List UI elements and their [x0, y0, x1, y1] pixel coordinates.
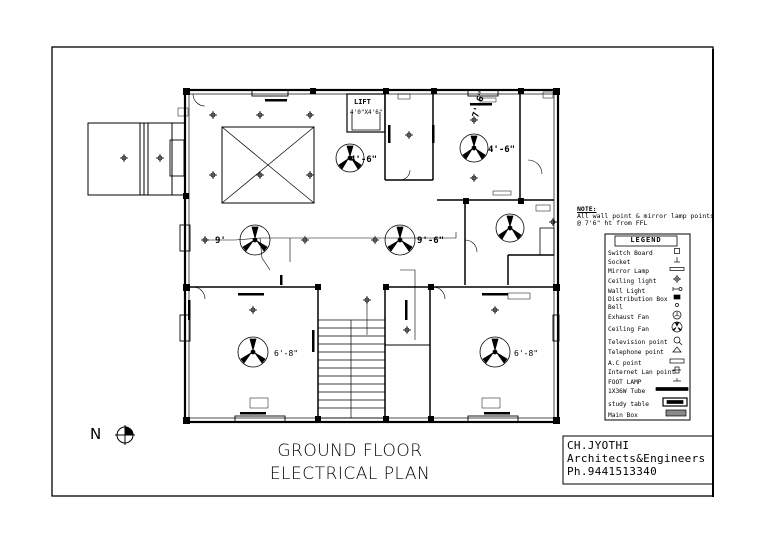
- legend-item: Wall Light: [608, 288, 646, 295]
- legend-item: Ceiling light: [608, 278, 657, 285]
- title-block-frame: [562, 435, 714, 485]
- drawing-title-line-1: GROUND FLOOR: [277, 441, 423, 461]
- ceiling-fan-icon: [459, 133, 489, 163]
- internet-lan-point-icon: [673, 366, 681, 374]
- ceiling-light-icon: [306, 171, 314, 179]
- columns: [183, 88, 560, 424]
- legend-item: Switch Board: [608, 250, 653, 257]
- tube-light-icon: [655, 387, 689, 391]
- foot-lamp-icon: [673, 378, 681, 382]
- study-table-icon: [662, 397, 688, 407]
- legend-frame: [604, 233, 691, 421]
- legend-item: Exhaust Fan: [608, 314, 649, 321]
- switch-board-icon: [674, 248, 680, 254]
- ceiling-fan-icon: [479, 336, 511, 368]
- ceiling-light-icon: [549, 218, 557, 226]
- north-arrow-icon: [115, 425, 135, 445]
- skylight-cutout: [221, 126, 315, 204]
- switch-boards: [177, 91, 554, 409]
- legend-item: A.C point: [608, 360, 642, 367]
- outer-wall: [183, 88, 560, 424]
- note-line-1: All wall point & mirror lamp points: [577, 212, 714, 220]
- note-heading: NOTE:: [577, 205, 597, 213]
- ceiling-light-icon: [371, 236, 379, 244]
- legend-item: Telephone point: [608, 349, 664, 356]
- ceiling-light-icon: [301, 236, 309, 244]
- legend-item: Television point: [608, 339, 668, 346]
- ceiling-light-icon: [249, 306, 257, 314]
- fan-size-bed-right: 6'-8": [514, 349, 538, 358]
- legend-symbols: [655, 248, 689, 417]
- wall-light-icon: [672, 287, 683, 291]
- socket-icon: [674, 257, 680, 263]
- legend-heading: LEGEND: [630, 236, 662, 244]
- company-phone: Ph.9441513340: [567, 465, 657, 478]
- ceiling-light-icon: [470, 174, 478, 182]
- ceiling-light-icon: [470, 116, 478, 124]
- tube-lights: [188, 99, 510, 415]
- ceiling-light-icon: [403, 326, 411, 334]
- ceiling-light-icon: [673, 275, 681, 283]
- legend-item: Mirror Lamp: [608, 268, 649, 275]
- lift-size: 4'0"X4'6": [350, 109, 383, 116]
- exhaust-fan-icon: [672, 310, 682, 320]
- ceiling-fan-icon: [237, 336, 269, 368]
- ceiling-fan-icon: [335, 143, 365, 173]
- ceiling-light-icon: [156, 154, 164, 162]
- ceiling-fan-icon: [671, 321, 683, 333]
- ceiling-light-icon: [491, 306, 499, 314]
- ceiling-light-icon: [405, 131, 413, 139]
- legend-item: Ceiling Fan: [608, 326, 649, 333]
- lift-label: LIFT: [354, 98, 371, 106]
- ceiling-fan-icon: [239, 224, 271, 256]
- company-profession: Architects&Engineers: [567, 452, 706, 465]
- ceiling-light-icon: [120, 154, 128, 162]
- fan-size-hall-right: 9'-6": [417, 236, 444, 246]
- north-label: N: [90, 425, 102, 443]
- ceiling-light-icon: [256, 171, 264, 179]
- outer-wall-inner: [188, 93, 555, 419]
- ceiling-fan-icon: [384, 224, 416, 256]
- ceiling-fans: [237, 133, 525, 368]
- distribution-box-icon: [673, 294, 681, 300]
- note-block: NOTE: All wall point & mirror lamp point…: [577, 206, 717, 227]
- main-box-icon: [665, 409, 687, 417]
- legend-item: FOOT LAMP: [608, 379, 642, 386]
- ceiling-light-icon: [201, 236, 209, 244]
- ceiling-light-icon: [209, 171, 217, 179]
- wiring: [205, 232, 457, 340]
- fan-size-kitchen: 4'-6": [488, 145, 515, 155]
- legend-item: Bell: [608, 304, 623, 311]
- bell-icon: [675, 303, 679, 307]
- drawing-title-line-2: ELECTRICAL PLAN: [269, 464, 431, 484]
- ceiling-light-icon: [209, 111, 217, 119]
- mirror-lamp-icon: [669, 267, 685, 271]
- ceiling-light-icon: [306, 111, 314, 119]
- legend-item: 1X36W Tube: [608, 388, 646, 395]
- fan-size-hall-left: 9': [215, 236, 226, 246]
- porch: [87, 122, 186, 196]
- fan-size-living-top: 4'-6": [350, 155, 377, 165]
- legend-item: Internet Lan point: [608, 369, 676, 376]
- telephone-point-icon: [672, 346, 682, 353]
- television-point-icon: [673, 336, 683, 346]
- fan-size-bed-left: 6'-8": [274, 349, 298, 358]
- legend-item: Socket: [608, 259, 631, 266]
- legend-item: study table: [608, 401, 649, 408]
- company-name: CH.JYOTHI: [567, 439, 630, 452]
- staircase: [317, 319, 386, 419]
- ceiling-fan-icon: [495, 213, 525, 243]
- note-line-2: @ 7'6" ht from FFL: [577, 219, 648, 227]
- ceiling-light-icon: [363, 296, 371, 304]
- floor-plan: [87, 88, 560, 424]
- ac-point-icon: [669, 358, 685, 364]
- ceiling-light-icon: [256, 111, 264, 119]
- ceiling-lights: [120, 111, 557, 334]
- legend-item: Main Box: [608, 412, 638, 419]
- legend-item: Distribution Box: [608, 296, 668, 303]
